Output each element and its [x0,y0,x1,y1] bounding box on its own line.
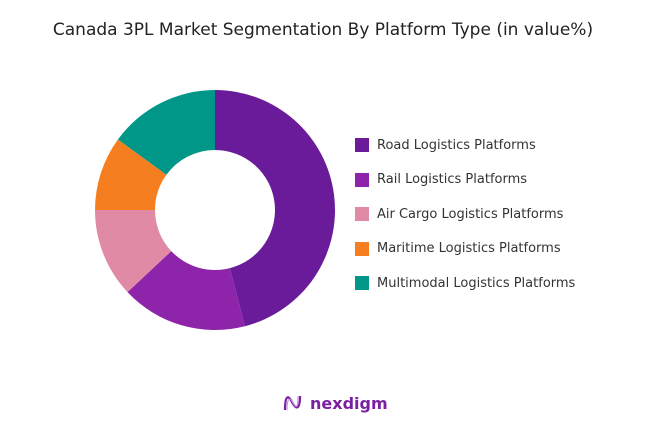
legend-label: Maritime Logistics Platforms [377,241,561,257]
legend-item: Road Logistics Platforms [355,128,575,163]
legend-swatch [355,276,369,291]
legend-item: Air Cargo Logistics Platforms [355,197,575,232]
brand-name: nexdigm [310,393,388,413]
legend-item: Rail Logistics Platforms [355,163,575,198]
nexdigm-logo-icon [283,395,302,411]
slice-rail-logistics-platforms [127,251,245,330]
nexdigm-logo: nexdigm [282,392,388,414]
legend-swatch [355,207,369,222]
legend-swatch [355,172,369,187]
chart-title: Canada 3PL Market Segmentation By Platfo… [52,20,594,40]
slice-multimodal-logistics-platforms [117,90,215,175]
legend-swatch [355,241,369,256]
legend-label: Multimodal Logistics Platforms [377,275,576,291]
slice-maritime-logistics-platforms [95,139,167,210]
legend-swatch [355,138,369,153]
slice-road-logistics-platforms [215,90,336,327]
legend-label: Road Logistics Platforms [377,137,536,153]
legend-label: Rail Logistics Platforms [377,172,528,188]
legend-item: Maritime Logistics Platforms [355,232,575,267]
legend-label: Air Cargo Logistics Platforms [377,206,564,222]
slice-air-cargo-logistics-platforms [95,210,172,293]
legend-item: Multimodal Logistics Platforms [355,266,575,301]
